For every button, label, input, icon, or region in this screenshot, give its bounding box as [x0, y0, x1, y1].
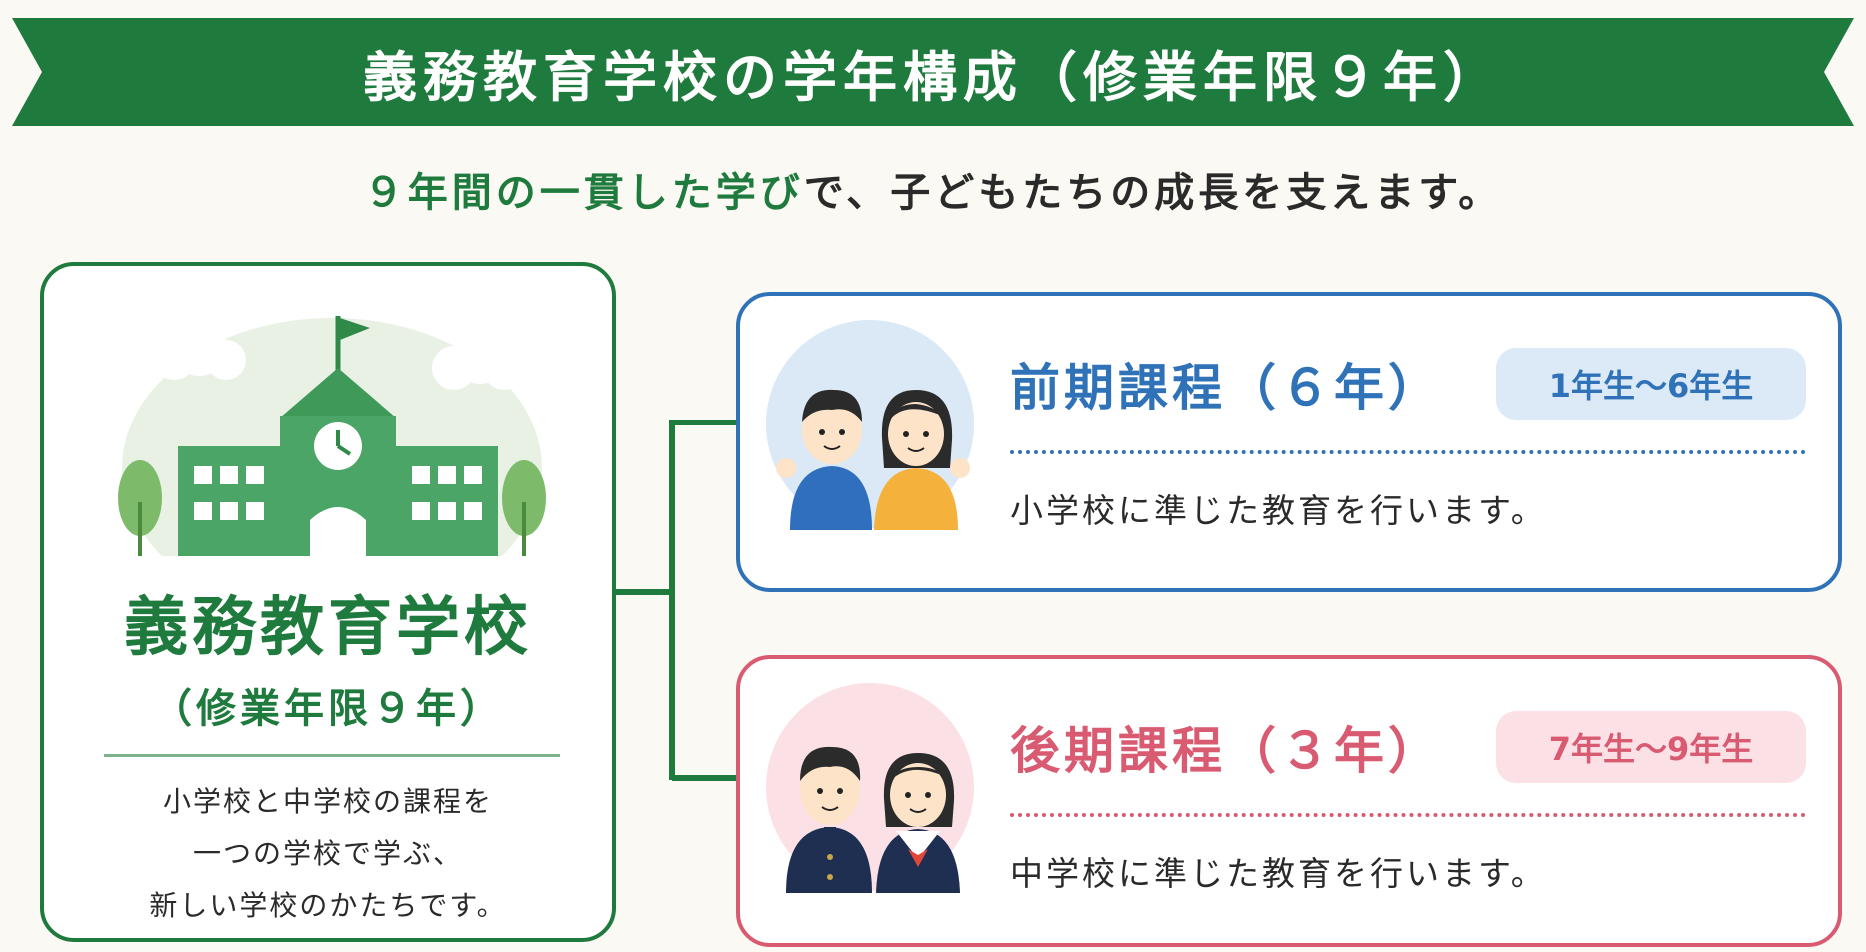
- banner-ribbon: [12, 18, 1854, 126]
- school-divider: [104, 754, 560, 757]
- late-course-card: 後期課程（３年） 7年生～9年生 中学校に準じた教育を行います。: [736, 655, 1842, 947]
- early-course-title: 前期課程（６年）: [1010, 359, 1442, 417]
- school-card: 義務教育学校 （修業年限９年） 小学校と中学校の課程を 一つの学校で学ぶ、 新し…: [40, 262, 616, 942]
- late-course-description: 中学校に準じた教育を行います。: [1010, 854, 1547, 893]
- school-building-icon: [104, 316, 560, 568]
- school-name: 義務教育学校: [124, 591, 532, 665]
- junior-high-students-icon: [766, 683, 974, 893]
- school-description-line: 小学校と中学校の課程を: [162, 785, 493, 818]
- early-course-description: 小学校に準じた教育を行います。: [1010, 491, 1547, 530]
- late-course-divider: [1010, 813, 1806, 817]
- early-course-divider: [1010, 450, 1806, 454]
- school-description: 小学校と中学校の課程を 一つの学校で学ぶ、 新しい学校のかたちです。: [44, 776, 612, 932]
- title-banner: 義務教育学校の学年構成（修業年限９年）: [12, 18, 1854, 126]
- early-course-grades-badge: 1年生～6年生: [1496, 348, 1806, 420]
- subtitle-highlight: ９年間の一貫した学び: [363, 170, 804, 216]
- school-description-line: 一つの学校で学ぶ、: [192, 837, 463, 870]
- late-course-title: 後期課程（３年）: [1010, 722, 1442, 780]
- elementary-students-icon: [766, 320, 974, 530]
- early-course-card: 前期課程（６年） 1年生～6年生 小学校に準じた教育を行います。: [736, 292, 1842, 592]
- page-subtitle: ９年間の一貫した学びで、子どもたちの成長を支えます。: [0, 160, 1866, 218]
- connector-lines: [616, 420, 738, 781]
- subtitle-rest: で、子どもたちの成長を支えます。: [803, 170, 1503, 216]
- page-title: 義務教育学校の学年構成（修業年限９年）: [363, 45, 1503, 109]
- late-course-grades-badge: 7年生～9年生: [1496, 711, 1806, 783]
- school-description-line: 新しい学校のかたちです。: [149, 889, 507, 922]
- school-years: （修業年限９年）: [152, 686, 504, 732]
